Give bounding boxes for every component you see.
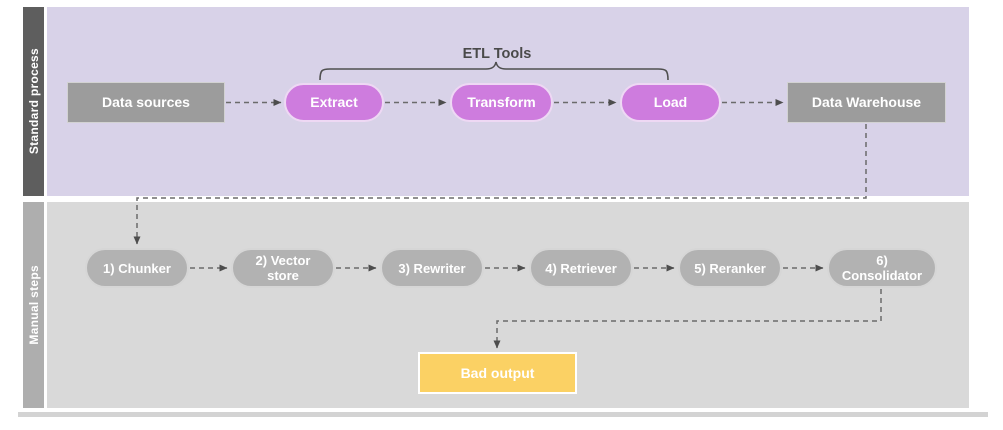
lane-manual-steps-label: Manual steps (26, 265, 41, 345)
lane-standard-process-label-bar: Standard process (23, 7, 44, 196)
lane-manual-steps-label-bar: Manual steps (23, 202, 44, 408)
next-lane-strip (18, 412, 988, 417)
node-chunker: 1) Chunker (85, 248, 189, 288)
node-transform: Transform (450, 83, 553, 122)
node-load: Load (620, 83, 721, 122)
node-rewriter: 3) Rewriter (380, 248, 484, 288)
node-vector-store: 2) Vector store (231, 248, 335, 288)
node-reranker: 5) Reranker (678, 248, 782, 288)
node-bad-output: Bad output (418, 352, 577, 394)
node-data-sources: Data sources (67, 82, 225, 123)
lane-standard-process-label: Standard process (26, 48, 41, 155)
etl-tools-label: ETL Tools (462, 46, 532, 62)
node-retriever: 4) Retriever (529, 248, 633, 288)
node-data-warehouse: Data Warehouse (787, 82, 946, 123)
node-consolidator: 6) Consolidator (827, 248, 937, 288)
node-extract: Extract (284, 83, 384, 122)
